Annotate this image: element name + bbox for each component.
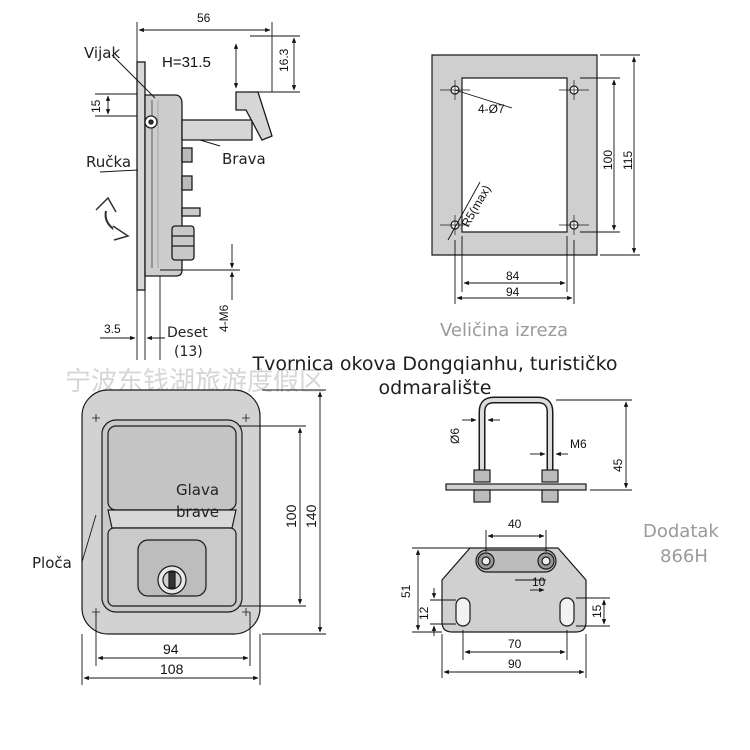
dim-cut-115: 115 bbox=[621, 151, 635, 170]
dim-acc-15: 15 bbox=[590, 604, 604, 618]
dim-acc-phi6: Ø6 bbox=[448, 428, 462, 444]
dim-cut-94: 94 bbox=[506, 285, 520, 299]
dim-front-100: 100 bbox=[283, 504, 299, 528]
dim-side-3-5: 3.5 bbox=[104, 322, 121, 336]
label-rucka: Ručka bbox=[86, 153, 132, 171]
accessory-bracket bbox=[441, 547, 587, 633]
dim-acc-10: 10 bbox=[532, 575, 546, 589]
label-velicina-izreza: Veličina izreza bbox=[440, 320, 569, 341]
dim-acc-40: 40 bbox=[508, 517, 522, 531]
dim-front-108: 108 bbox=[160, 661, 184, 677]
label-ploca: Ploča bbox=[32, 554, 72, 572]
dim-acc-45: 45 bbox=[611, 458, 625, 472]
dim-acc-12: 12 bbox=[417, 606, 431, 620]
dim-front-94: 94 bbox=[163, 641, 179, 657]
accessory-bracket-dimensions bbox=[412, 530, 610, 678]
dim-acc-m6: M6 bbox=[570, 437, 587, 451]
label-brava: Brava bbox=[222, 150, 266, 168]
dim-acc-70: 70 bbox=[508, 637, 522, 651]
cutout-dimensions bbox=[447, 54, 640, 304]
label-deset-sub: (13) bbox=[174, 344, 203, 360]
label-vijak: Vijak bbox=[84, 44, 121, 62]
dim-side-4m6: 4-M6 bbox=[217, 304, 231, 332]
label-deset: Deset bbox=[167, 325, 208, 341]
label-dodatak: Dodatak bbox=[643, 521, 719, 542]
front-dimensions bbox=[81, 389, 326, 685]
dim-cut-100: 100 bbox=[601, 150, 615, 170]
label-model: 866H bbox=[660, 546, 708, 567]
dim-front-140: 140 bbox=[303, 504, 319, 528]
dim-acc-90: 90 bbox=[508, 657, 522, 671]
dim-acc-51: 51 bbox=[399, 584, 413, 598]
side-dimensions bbox=[95, 22, 300, 360]
dim-side-16-3: 16.3 bbox=[277, 48, 291, 72]
dim-side-h: H=31.5 bbox=[162, 54, 211, 71]
accessory-ubolt bbox=[445, 396, 587, 503]
dim-cut-4phi7: 4-Ø7 bbox=[478, 102, 505, 116]
label-glava: Glava bbox=[176, 481, 220, 499]
caption-factory: Tvornica okova Dongqianhu, turističko od… bbox=[252, 353, 618, 399]
label-brave: brave bbox=[176, 503, 219, 521]
side-view bbox=[95, 54, 273, 291]
front-view bbox=[81, 389, 261, 635]
dim-side-15: 15 bbox=[89, 99, 103, 113]
cutout-view bbox=[431, 54, 598, 256]
accessory-ubolt-dimensions bbox=[462, 399, 632, 491]
dim-cut-84: 84 bbox=[506, 269, 520, 283]
dim-side-56: 56 bbox=[197, 11, 211, 25]
